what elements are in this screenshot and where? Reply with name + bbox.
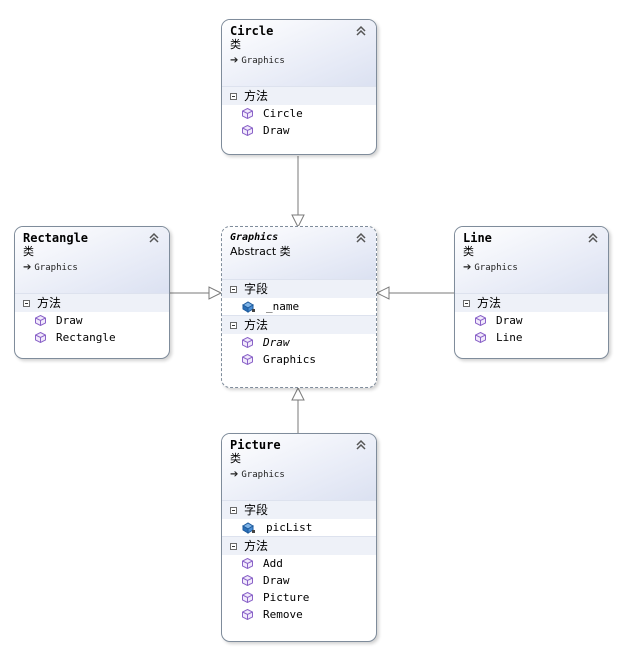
method-item[interactable]: Rectangle (15, 329, 169, 346)
class-kind: 类 (463, 245, 474, 258)
class-graphics[interactable]: Graphics Abstract 类 字段 _name 方法 Draw Gra… (221, 226, 377, 388)
class-kind: 类 (230, 38, 241, 51)
class-picture[interactable]: Picture 类 ➔Graphics 字段 picList 方法 Add Dr… (221, 433, 377, 642)
field-item[interactable]: _name (222, 298, 376, 315)
arrow-right-icon: ➔ (230, 55, 239, 66)
methods-section-header[interactable]: 方法 (222, 86, 376, 105)
base-class: ➔Graphics (23, 262, 78, 273)
class-kind: Abstract 类 (230, 245, 291, 258)
method-cube-icon (35, 315, 46, 326)
double-chevron-up-icon[interactable] (355, 439, 367, 451)
method-cube-icon (242, 125, 253, 136)
method-name: Remove (263, 608, 303, 621)
class-header: Picture 类 ➔Graphics (222, 434, 376, 500)
picture-to-graphics-arrowhead (291, 386, 305, 401)
method-name: Draw (263, 124, 290, 137)
method-cube-icon (242, 354, 253, 365)
arrow-right-icon: ➔ (463, 262, 472, 273)
fields-section-header[interactable]: 字段 (222, 279, 376, 298)
fields-section-header[interactable]: 字段 (222, 500, 376, 519)
minus-box-icon[interactable] (230, 506, 237, 514)
minus-box-icon[interactable] (23, 299, 30, 307)
method-item[interactable]: Circle (222, 105, 376, 122)
field-item[interactable]: picList (222, 519, 376, 536)
method-item[interactable]: Add (222, 555, 376, 572)
arrow-right-icon: ➔ (230, 469, 239, 480)
method-cube-icon (242, 575, 253, 586)
arrow-right-icon: ➔ (23, 262, 32, 273)
class-name: Circle (230, 24, 274, 38)
class-header: Graphics Abstract 类 (222, 227, 376, 279)
class-name: Picture (230, 438, 281, 452)
method-cube-icon (475, 315, 486, 326)
field-name: _name (266, 300, 300, 313)
class-rectangle[interactable]: Rectangle 类 ➔Graphics 方法 Draw Rectangle (14, 226, 170, 359)
methods-section-header[interactable]: 方法 (222, 536, 376, 555)
method-name: Graphics (263, 353, 316, 366)
method-name: Draw (56, 314, 83, 327)
class-name: Line (463, 231, 492, 245)
field-name: picList (266, 521, 313, 534)
method-name: Draw (263, 336, 290, 349)
base-class: ➔Graphics (463, 262, 518, 273)
field-icon (242, 300, 255, 313)
class-header: Circle 类 ➔Graphics (222, 20, 376, 86)
class-name: Rectangle (23, 231, 89, 245)
methods-section-header[interactable]: 方法 (455, 293, 608, 312)
method-item[interactable]: Draw (222, 334, 376, 351)
method-name: Picture (263, 591, 310, 604)
minus-box-icon[interactable] (230, 285, 237, 293)
line-to-graphics-arrowhead (375, 286, 390, 300)
method-name: Line (496, 331, 523, 344)
methods-section-header[interactable]: 方法 (222, 315, 376, 334)
method-item[interactable]: Picture (222, 589, 376, 606)
base-class: ➔Graphics (230, 469, 285, 480)
class-line[interactable]: Line 类 ➔Graphics 方法 Draw Line (454, 226, 609, 359)
method-item[interactable]: Line (455, 329, 608, 346)
minus-box-icon[interactable] (230, 321, 237, 329)
class-kind: 类 (230, 452, 241, 465)
class-kind: 类 (23, 245, 34, 258)
minus-box-icon[interactable] (230, 542, 237, 550)
double-chevron-up-icon[interactable] (355, 25, 367, 37)
method-cube-icon (242, 108, 253, 119)
double-chevron-up-icon[interactable] (148, 232, 160, 244)
method-item[interactable]: Remove (222, 606, 376, 623)
method-item[interactable]: Draw (222, 122, 376, 139)
method-cube-icon (242, 592, 253, 603)
field-icon (242, 521, 255, 534)
method-cube-icon (475, 332, 486, 343)
double-chevron-up-icon[interactable] (587, 232, 599, 244)
method-cube-icon (242, 337, 253, 348)
method-item[interactable]: Graphics (222, 351, 376, 368)
method-name: Rectangle (56, 331, 116, 344)
method-name: Add (263, 557, 283, 570)
methods-section-header[interactable]: 方法 (15, 293, 169, 312)
method-cube-icon (242, 558, 253, 569)
method-item[interactable]: Draw (455, 312, 608, 329)
method-name: Draw (263, 574, 290, 587)
base-class: ➔Graphics (230, 55, 285, 66)
method-name: Circle (263, 107, 303, 120)
rectangle-to-graphics-arrowhead (208, 286, 223, 300)
method-item[interactable]: Draw (15, 312, 169, 329)
minus-box-icon[interactable] (463, 299, 470, 307)
minus-box-icon[interactable] (230, 92, 237, 100)
method-name: Draw (496, 314, 523, 327)
class-circle[interactable]: Circle 类 ➔Graphics 方法 Circle Draw (221, 19, 377, 155)
class-name: Graphics (230, 232, 279, 243)
method-item[interactable]: Draw (222, 572, 376, 589)
method-cube-icon (242, 609, 253, 620)
class-header: Rectangle 类 ➔Graphics (15, 227, 169, 293)
class-header: Line 类 ➔Graphics (455, 227, 608, 293)
double-chevron-up-icon[interactable] (355, 232, 367, 244)
method-cube-icon (35, 332, 46, 343)
